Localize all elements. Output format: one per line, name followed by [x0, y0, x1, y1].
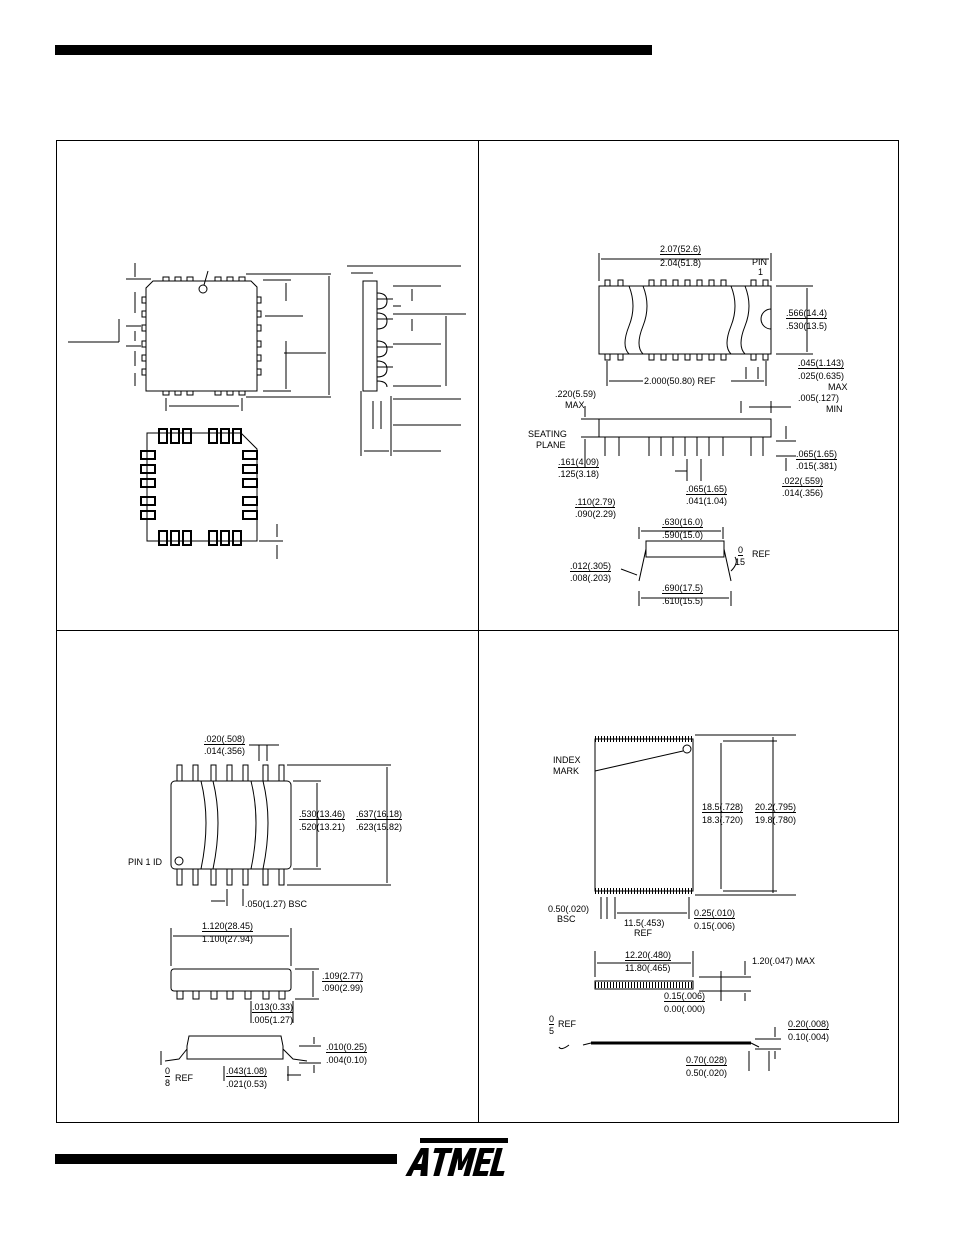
footer-rule	[55, 1154, 397, 1164]
dip-pitch-min: .090(2.29)	[575, 509, 617, 519]
soic-foot-min: .021(0.53)	[226, 1079, 268, 1089]
dip-end-max-label: MAX	[828, 382, 848, 392]
dip-pin1-b: 1	[758, 267, 764, 277]
soic-th-max: .010(0.25)	[326, 1042, 368, 1053]
plcc-drawing	[68, 263, 466, 559]
dip-end-max: .045(1.143)	[798, 358, 845, 369]
soic-pin1-id: PIN 1 ID	[128, 857, 163, 867]
soic-len-max: 1.120(28.45)	[202, 921, 254, 932]
dip-pin1-a: PIN	[752, 257, 768, 267]
dip-seating-b: PLANE	[536, 440, 566, 450]
tsop-angle-bottom: 5	[549, 1026, 555, 1036]
header-rule	[55, 45, 652, 55]
tsop-pitch-a: 0.50(.020)	[548, 904, 590, 914]
dip-standoff-label: MIN	[826, 404, 843, 414]
dip-lead-th-min: .015(.381)	[796, 461, 838, 471]
soic-h-max: .109(2.77)	[322, 971, 364, 982]
soic-span-min: .623(15.82)	[356, 822, 403, 832]
dip-width-max: .566(14.4)	[786, 308, 828, 319]
dip-frame-min: .008(.203)	[570, 573, 612, 583]
dip-length-max: 2.07(52.6)	[660, 244, 702, 255]
dip-body-w-max: .630(16.0)	[662, 517, 704, 528]
dip-pitch-max: .110(2.79)	[575, 497, 616, 508]
dip-standoff: .005(.127)	[798, 393, 840, 403]
panel-plcc	[56, 140, 479, 631]
tsop-so-min: 0.00(.000)	[664, 1004, 706, 1014]
dip-angle-top: 0	[738, 545, 744, 556]
dip-end-min: .025(0.635)	[798, 371, 845, 381]
dip-row-ref: 2.000(50.80) REF	[644, 376, 716, 386]
soic-span-max: .637(16.18)	[356, 809, 403, 820]
dip-height: .220(5.59)	[555, 389, 597, 399]
tsop-row-b: REF	[634, 928, 652, 938]
soic-so-min: .005(1.27)	[252, 1015, 294, 1025]
tsop-th-min: 0.10(.004)	[788, 1032, 830, 1042]
soic-angle-top: 0	[165, 1066, 171, 1077]
tsop-body-max: 18.5(.728)	[702, 802, 744, 813]
tsop-angle-ref: REF	[558, 1019, 576, 1029]
atmel-logo	[405, 1138, 508, 1176]
dip-span-max: .690(17.5)	[662, 583, 704, 594]
dip-seating-a: SEATING	[528, 429, 567, 439]
soic-so-max: .013(0.33)	[252, 1002, 294, 1013]
soic-foot-max: .043(1.08)	[226, 1066, 268, 1077]
tsop-foot-min: 0.50(.020)	[686, 1068, 728, 1078]
dip-length-min: 2.04(51.8)	[660, 258, 702, 268]
dip-frame-max: .012(.305)	[570, 561, 612, 572]
tsop-span-max: 20.2(.795)	[755, 802, 797, 813]
soic-lead-w-max: .020(.508)	[204, 734, 246, 745]
soic-len-min: 1.100(27.94)	[202, 934, 254, 944]
dip-span-min: .610(15.5)	[662, 596, 704, 606]
soic-th-min: .004(0.10)	[326, 1055, 368, 1065]
tsop-len-max: 12.20(.480)	[625, 950, 672, 961]
soic-body-w-min: .520(13.21)	[299, 822, 346, 832]
tsop-len-min: 11.80(.465)	[625, 963, 671, 973]
dip-shoulder-max: .065(1.65)	[686, 484, 728, 495]
tsop-index-b: MARK	[553, 766, 580, 776]
soic-angle-ref: REF	[175, 1073, 193, 1083]
dip-lead-w-max: .022(.559)	[782, 476, 824, 487]
soic-angle-bottom: 8	[165, 1078, 171, 1088]
soic-lead-w-min: .014(.356)	[204, 746, 246, 756]
tsop-index-a: INDEX	[553, 755, 581, 765]
tsop-so-max: 0.15(.006)	[664, 991, 706, 1002]
tsop-row-a: 11.5(.453)	[624, 918, 665, 928]
soic-h-min: .090(2.99)	[322, 983, 364, 993]
dip-angle-ref: REF	[752, 549, 770, 559]
tsop-span-min: 19.8(.780)	[755, 815, 797, 825]
tsop-foot-max: 0.70(.028)	[686, 1055, 728, 1066]
tsop-angle-top: 0	[549, 1014, 555, 1025]
dip-shoulder-min: .041(1.04)	[686, 496, 728, 506]
dip-angle-bottom: 15	[735, 557, 746, 567]
dip-lead-th-max: .065(1.65)	[796, 449, 838, 460]
dip-lead-w-min: .014(.356)	[782, 488, 824, 498]
panel-tsop	[478, 630, 899, 1123]
soic-drawing	[160, 744, 391, 1081]
tsop-lead-min: 0.15(.006)	[694, 921, 736, 931]
dip-height-label: MAX	[565, 400, 585, 410]
dip-lead-len-min: .125(3.18)	[558, 469, 600, 479]
tsop-pitch-b: BSC	[557, 914, 576, 924]
tsop-drawing	[558, 734, 796, 1071]
tsop-lead-max: 0.25(.010)	[694, 908, 736, 919]
dip-body-w-min: .590(15.0)	[662, 530, 704, 540]
soic-pitch: .050(1.27) BSC	[245, 899, 308, 909]
soic-body-w-max: .530(13.46)	[299, 809, 346, 820]
dip-width-min: .530(13.5)	[786, 321, 828, 331]
panel-soic	[56, 630, 479, 1123]
tsop-height: 1.20(.047) MAX	[752, 956, 816, 966]
tsop-body-min: 18.3(.720)	[702, 815, 744, 825]
tsop-th-max: 0.20(.008)	[788, 1019, 830, 1030]
dip-lead-len-max: .161(4.09)	[558, 457, 600, 468]
dip-drawing	[581, 253, 813, 606]
